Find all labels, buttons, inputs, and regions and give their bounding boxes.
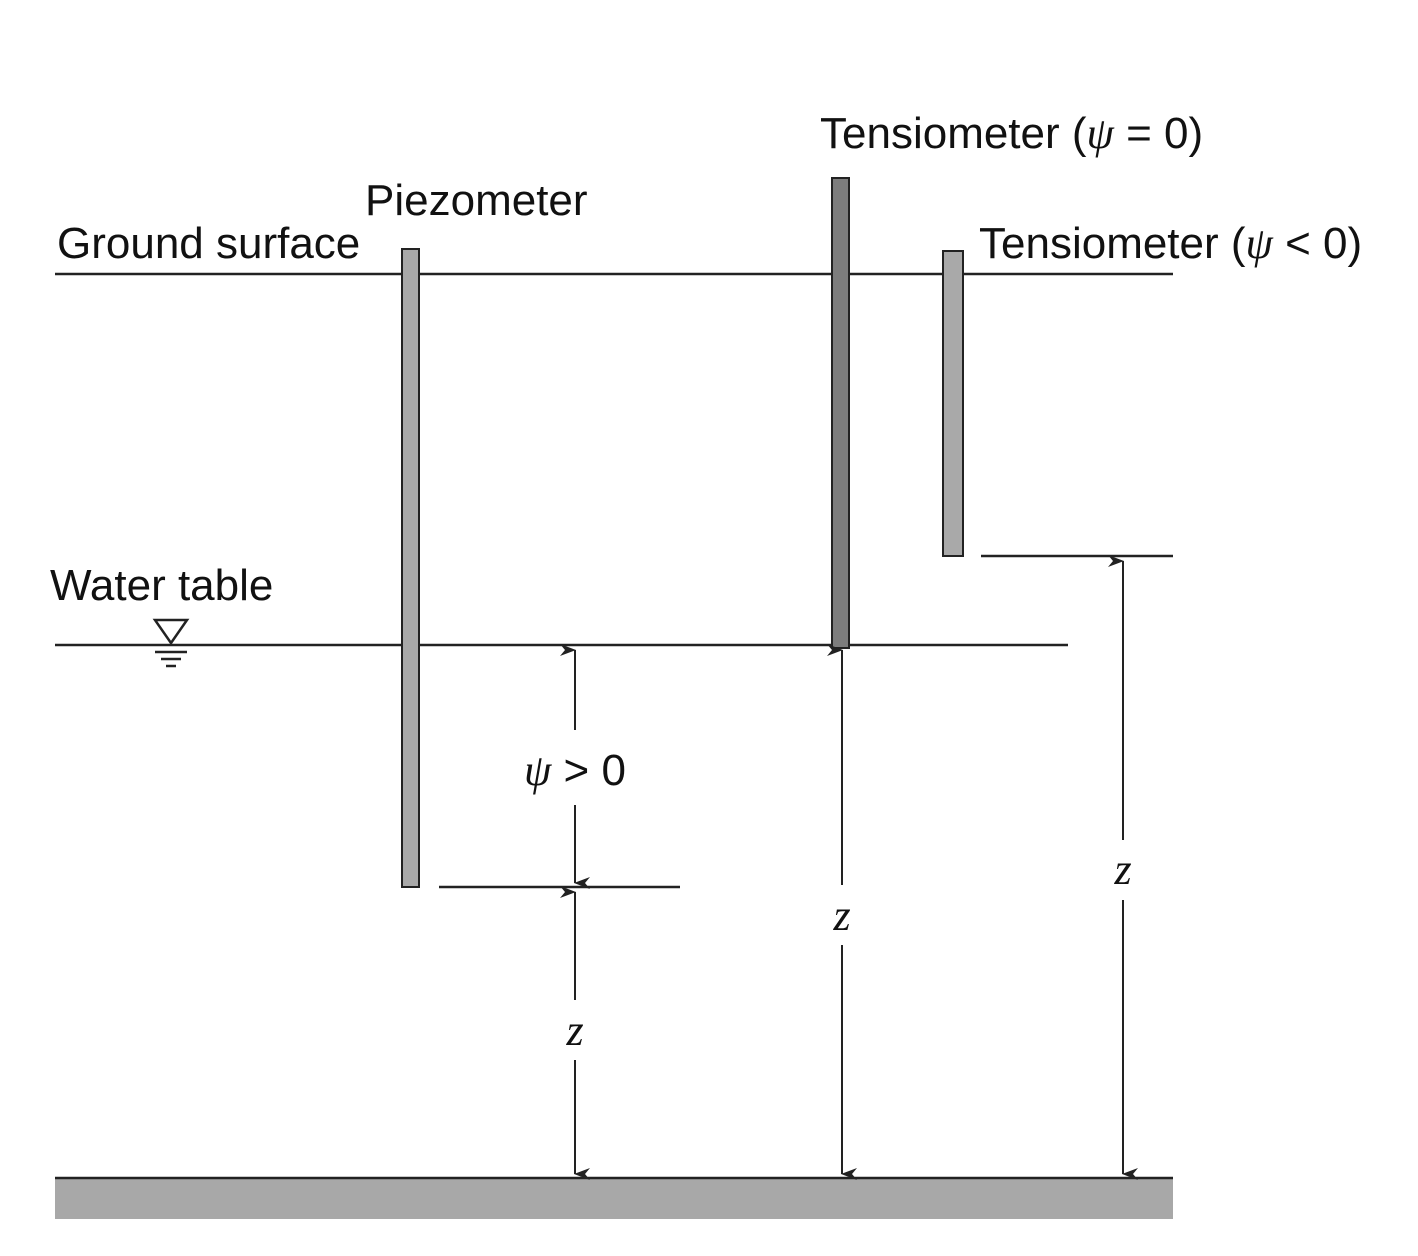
z-piezometer-label: z bbox=[565, 1006, 583, 1055]
tensiometer-neg-prefix: Tensiometer ( bbox=[979, 219, 1246, 268]
psi-positive-label: ψ > 0 bbox=[524, 746, 626, 795]
tensiometer-zero-tube bbox=[831, 177, 850, 649]
datum-bar bbox=[55, 1179, 1173, 1219]
tensiometer-neg-tube bbox=[942, 250, 964, 557]
tensiometer-zero-suffix: = 0) bbox=[1114, 109, 1203, 158]
tensiometer-zero-label: Tensiometer (ψ = 0) bbox=[820, 109, 1203, 158]
piezometer-tube bbox=[401, 248, 420, 888]
tensiometer-zero-psi: ψ bbox=[1087, 109, 1115, 158]
psi-positive-psi: ψ bbox=[524, 746, 552, 795]
tensiometer-neg-suffix: < 0) bbox=[1273, 219, 1362, 268]
tensiometer-neg-psi: ψ bbox=[1246, 219, 1274, 268]
tensiometer-zero-prefix: Tensiometer ( bbox=[820, 109, 1087, 158]
ground-surface-label: Ground surface bbox=[57, 219, 360, 268]
water-table-triangle-icon bbox=[152, 618, 190, 668]
psi-positive-suffix: > 0 bbox=[551, 746, 626, 795]
piezometer-label: Piezometer bbox=[365, 176, 588, 225]
water-table-label: Water table bbox=[50, 561, 273, 610]
z-tensiometer-neg-label: z bbox=[1113, 845, 1131, 894]
tensiometer-neg-label: Tensiometer (ψ < 0) bbox=[979, 219, 1362, 268]
z-tensiometer-zero-label: z bbox=[832, 891, 850, 940]
